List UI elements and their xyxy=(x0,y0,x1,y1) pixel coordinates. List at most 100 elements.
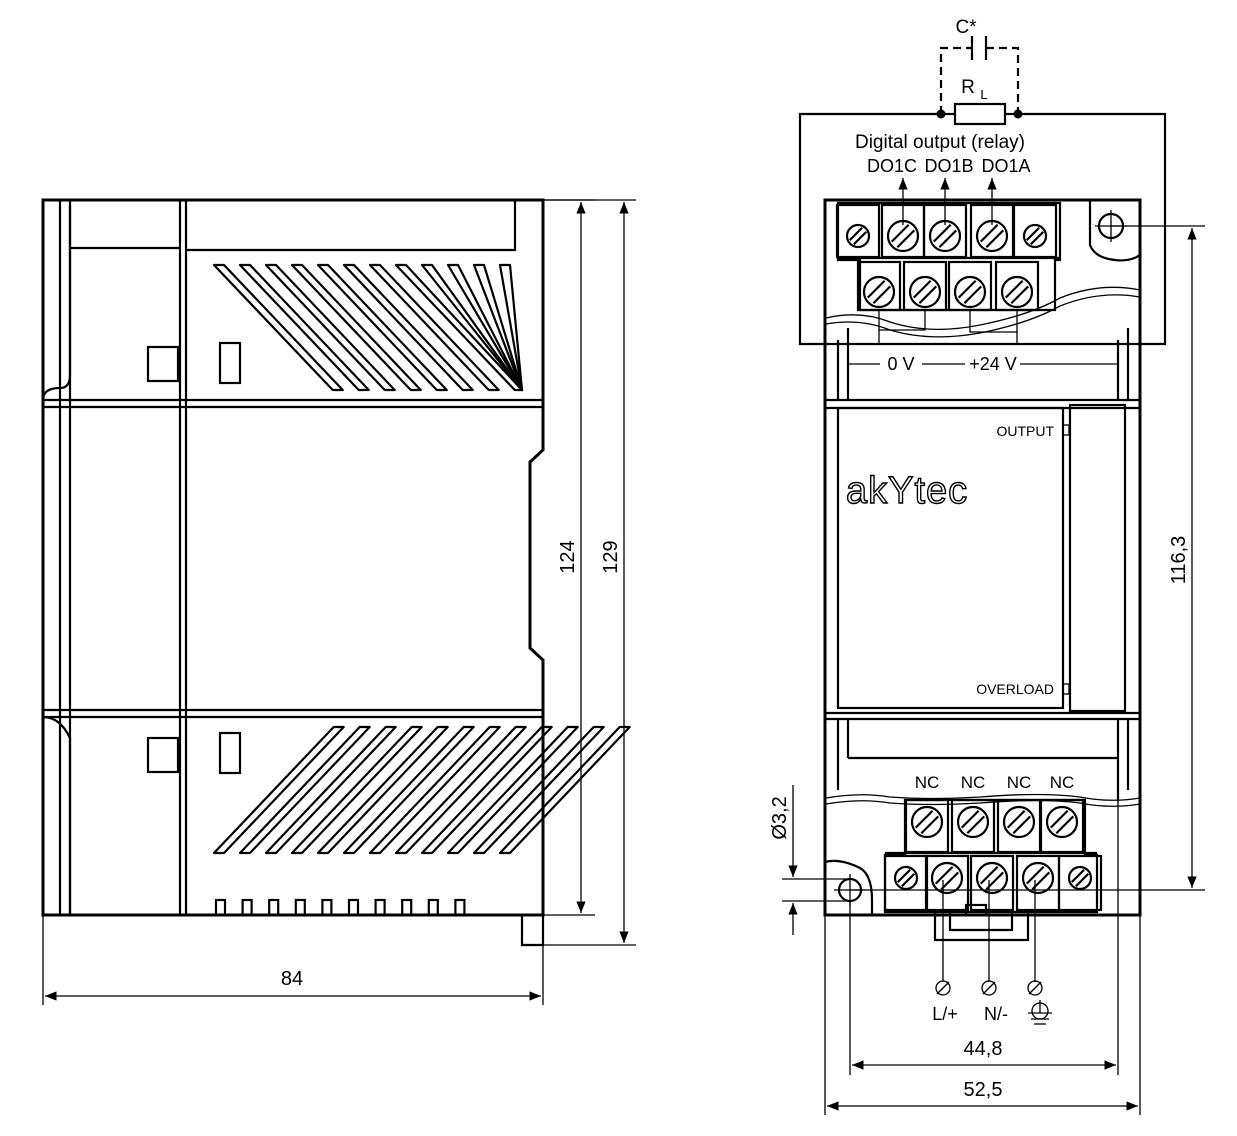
bottom-lower-screw-4 xyxy=(1021,861,1055,895)
vent-slot-top-2 xyxy=(238,263,370,392)
label-0v: 0 V xyxy=(887,354,914,374)
bottom-lower-screw-3 xyxy=(975,861,1009,895)
top-upper-screw-4 xyxy=(975,219,1009,253)
bottom-bracket xyxy=(933,912,1030,942)
vent-slot-bottom-8 xyxy=(394,725,527,855)
front-label-panel xyxy=(836,406,1065,710)
side-view: 84 124 129 xyxy=(41,198,636,1005)
bottom-tab-8 xyxy=(401,898,413,917)
dim-525-label: 52,5 xyxy=(964,1079,1003,1101)
top-terminal-block xyxy=(836,201,1062,312)
relay-terminal-do1c: DO1C xyxy=(867,156,917,176)
top-lower-screw-2 xyxy=(908,275,942,309)
led-output-label: OUTPUT xyxy=(996,423,1054,439)
bottom-tab-6 xyxy=(347,898,360,917)
bottom-screws-lower-row xyxy=(883,854,1103,912)
din-clip xyxy=(520,915,545,947)
bottom-upper-screw-4-slot-a xyxy=(1049,809,1069,829)
vent-slot-top-10 xyxy=(446,263,524,392)
bottom-lower-screw-1-slot-a xyxy=(896,868,911,883)
resistor-label: R xyxy=(961,77,975,98)
bottom-upper-screw-3 xyxy=(1002,805,1036,839)
top-upper-screw-1-slot-a xyxy=(848,226,863,241)
bottom-lower-screw-2-slot-a xyxy=(934,865,954,885)
side-slot-bottom xyxy=(218,731,242,775)
bottom-upper-screw-4-slot-b xyxy=(1055,815,1075,835)
bottom-upper-screw-1-slot-b xyxy=(920,815,940,835)
bottom-lower-screw-5-slot-a xyxy=(1070,868,1085,883)
bottom-upper-screw-1-slot-a xyxy=(914,809,934,829)
top-lower-screw-3 xyxy=(953,275,987,309)
bottom-lower-screw-2 xyxy=(930,861,964,895)
top-cutaway-wave xyxy=(825,286,1141,330)
bottom-tab-9 xyxy=(427,898,439,917)
bottom-tab-7 xyxy=(374,898,386,917)
top-cover-step xyxy=(70,200,517,252)
top-lower-screw-4 xyxy=(1000,275,1034,309)
rail-left-bottom xyxy=(836,719,850,790)
top-upper-screw-4-slot-b xyxy=(985,229,1005,249)
vent-slot-bottom-12 xyxy=(498,725,631,855)
bottom-bracket-tab xyxy=(964,903,988,917)
relay-title: Digital output (relay) xyxy=(855,132,1025,153)
load-wiring-loop xyxy=(798,112,1167,346)
bottom-tab-4 xyxy=(294,898,306,917)
front-housing-outline xyxy=(823,198,1142,917)
bottom-cutaway-wave xyxy=(825,793,1141,801)
left-flange-bottom xyxy=(42,715,72,915)
bottom-upper-cell-4 xyxy=(1039,798,1085,854)
led-output-indicator xyxy=(1062,424,1070,436)
top-lower-screw-4-slot-b xyxy=(1010,285,1030,305)
top-lower-screw-3-slot-a xyxy=(957,279,977,299)
bottom-lower-cell-5 xyxy=(1057,854,1103,912)
nc-label-4: NC xyxy=(1050,773,1075,792)
top-lower-screw-4-slot-a xyxy=(1004,279,1024,299)
nc-label-3: NC xyxy=(1007,773,1032,792)
bottom-tab-3 xyxy=(268,898,280,917)
top-upper-screw-1 xyxy=(845,223,871,249)
front-view: C* R L Digital output (relay) DO1C DO1B … xyxy=(769,17,1205,1115)
input-terminal-2-slash xyxy=(982,981,996,995)
vent-slot-bottom-1 xyxy=(212,725,345,855)
rail-right-top xyxy=(1116,328,1130,400)
top-lower-screw-1 xyxy=(862,275,896,309)
bottom-lower-cell-3 xyxy=(969,854,1015,912)
vent-slot-bottom-3 xyxy=(264,725,397,855)
input-terminal-symbols xyxy=(935,980,1043,996)
brand-logo: akYtec xyxy=(846,470,968,512)
bottom-lower-screw-5 xyxy=(1067,865,1093,891)
vent-slots-bottom xyxy=(212,725,631,855)
vent-slot-bottom-4 xyxy=(290,725,423,855)
input-terminal-2 xyxy=(981,980,997,996)
bottom-lower-screw-3-slot-a xyxy=(979,865,999,885)
vent-slot-top-11 xyxy=(472,263,524,392)
bottom-lower-screw-2-slot-b xyxy=(940,871,960,891)
vent-slot-top-3 xyxy=(264,263,396,392)
top-lower-screw-1-slot-b xyxy=(872,285,892,305)
vent-slot-bottom-6 xyxy=(342,725,475,855)
bottom-upper-screw-3-slot-a xyxy=(1006,809,1026,829)
resistor-label-sub: L xyxy=(980,87,987,102)
vent-slots-top xyxy=(212,263,524,392)
top-screws-upper-row xyxy=(835,203,1058,259)
top-lower-screw-3-slot-b xyxy=(963,285,983,305)
led-overload-indicator xyxy=(1062,683,1070,695)
input-label-n: N/- xyxy=(984,1004,1008,1024)
top-screws-lower-row xyxy=(856,260,1040,312)
side-window-bottom xyxy=(146,736,180,774)
vent-slot-top-9 xyxy=(420,263,524,392)
top-upper-screw-3 xyxy=(928,219,962,253)
vent-slot-bottom-9 xyxy=(420,725,553,855)
bottom-lower-screw-4-slot-a xyxy=(1025,865,1045,885)
rail-left-top xyxy=(836,328,850,400)
top-upper-screw-2-slot-b xyxy=(896,229,916,249)
vent-slot-top-12 xyxy=(498,263,524,392)
label-24v: +24 V xyxy=(969,354,1017,374)
bottom-lower-screw-5-slot-b xyxy=(1075,873,1090,888)
dim-448-label: 44,8 xyxy=(964,1038,1003,1060)
capacitor-dashed-wire xyxy=(939,46,1020,114)
resistor-rl xyxy=(953,102,1007,126)
bottom-tab-1 xyxy=(214,898,227,917)
bottom-screws-upper-row xyxy=(904,798,1085,854)
